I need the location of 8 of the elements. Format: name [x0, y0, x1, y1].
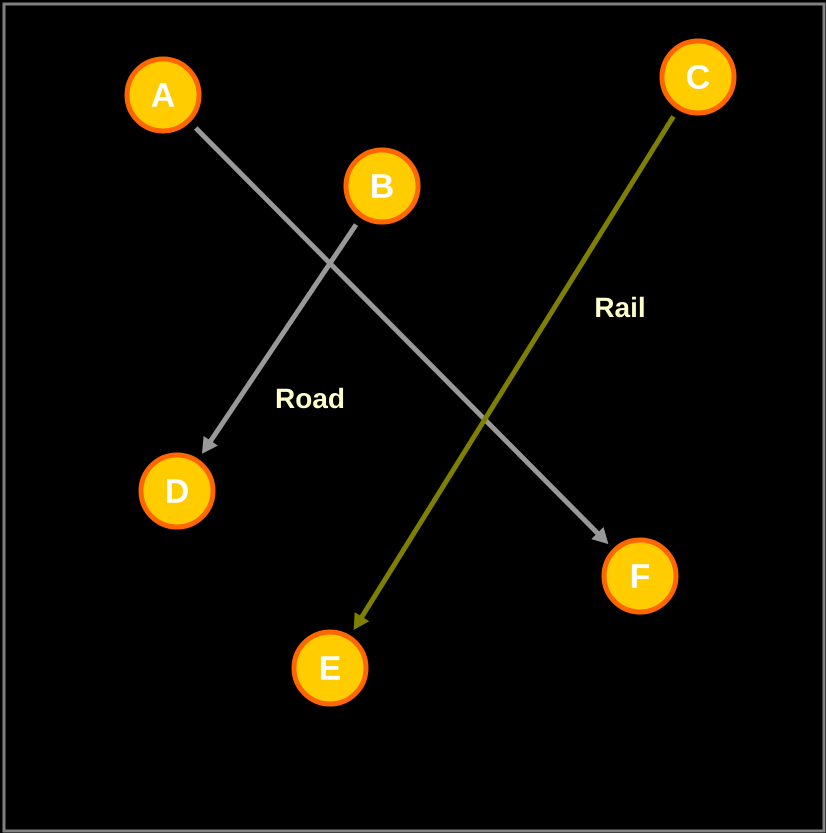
- circle-node: C: [660, 38, 736, 116]
- circle-node: A: [124, 56, 202, 134]
- circle-node: F: [602, 538, 678, 614]
- edge-label: Road: [276, 388, 344, 408]
- circle-node: B: [344, 148, 420, 224]
- circle-node: D: [138, 452, 216, 530]
- edge-label: Rail: [596, 296, 644, 318]
- circle-node: E: [292, 630, 368, 706]
